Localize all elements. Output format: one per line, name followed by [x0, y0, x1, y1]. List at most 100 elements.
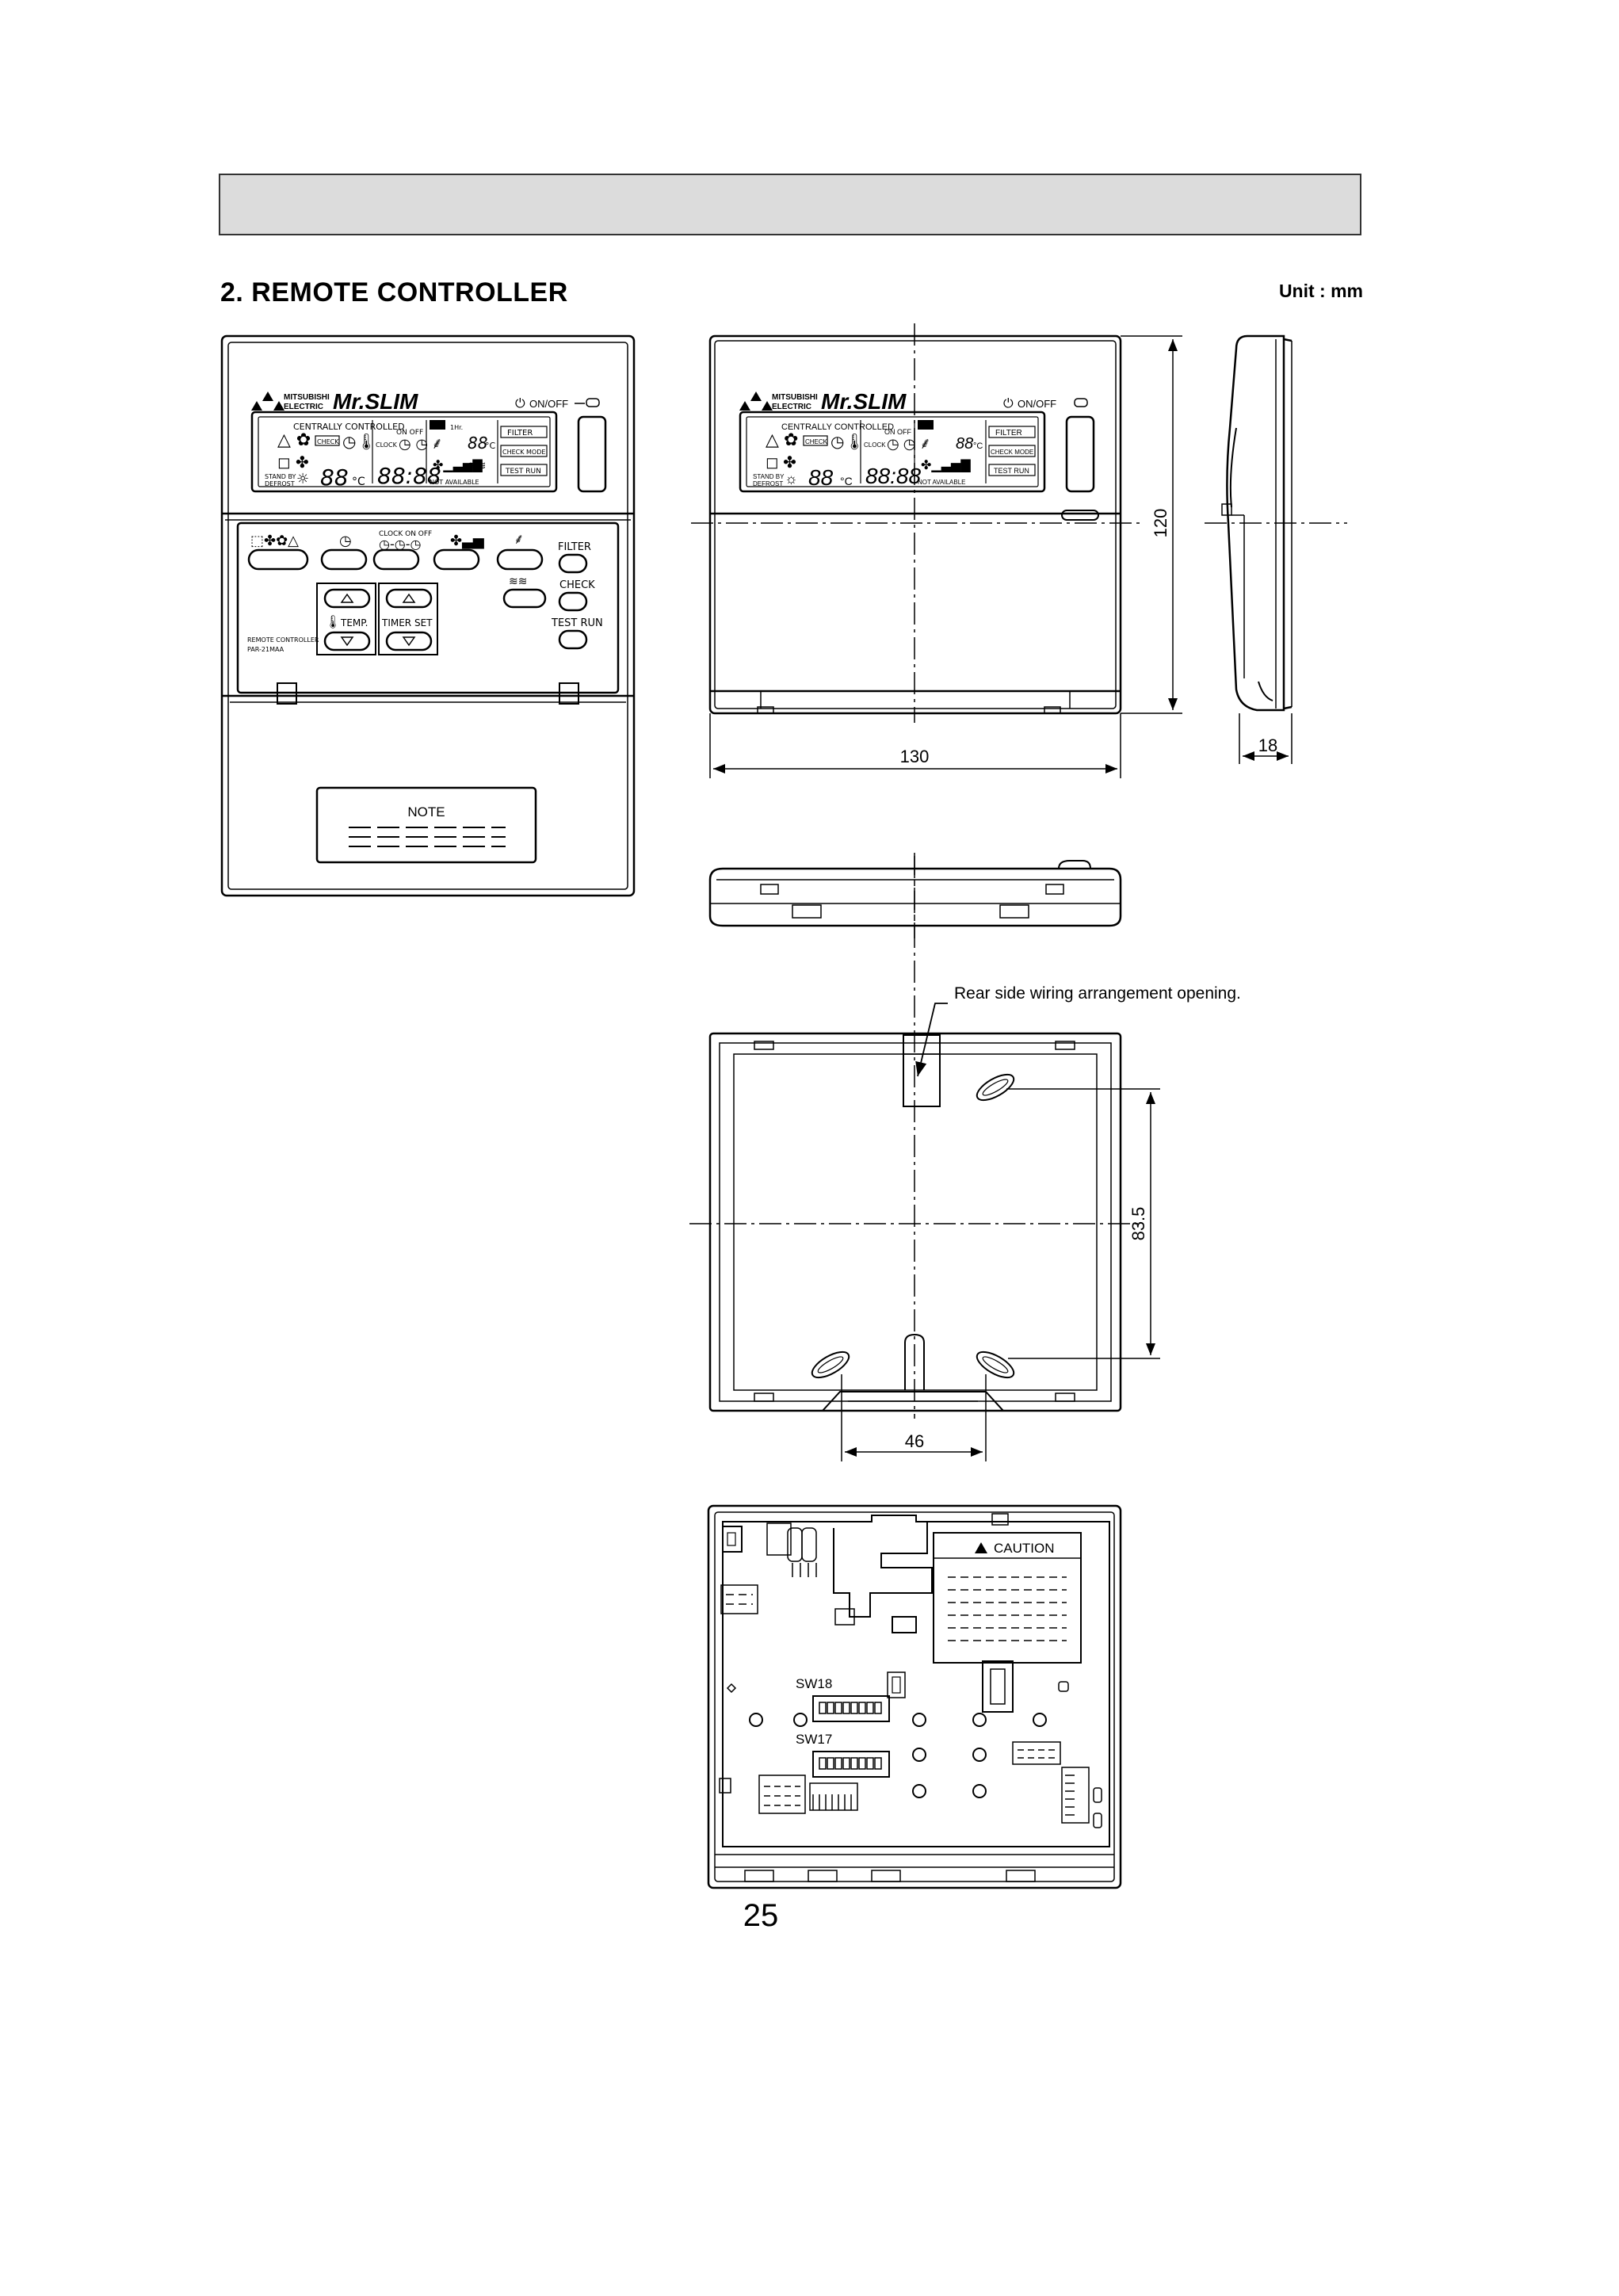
closed-fan-icon: ◻ ✤	[766, 454, 796, 472]
sw18-dip-switch[interactable]	[812, 1695, 890, 1722]
closed-time-digits: 88:88	[865, 464, 921, 488]
product-logo: Mr.SLIM	[333, 389, 418, 414]
louver-button[interactable]	[502, 588, 547, 609]
closed-fan-speed-icon: ✤▁▃▅▇	[921, 459, 971, 472]
closed-on-off-button[interactable]	[1065, 415, 1095, 493]
stand-by-text: STAND BY	[265, 473, 296, 480]
timer-up-button[interactable]	[385, 588, 433, 609]
closed-on-off-label: ON/OFF	[1018, 398, 1056, 410]
note-lines	[349, 827, 506, 847]
closed-lcd-check-mode: CHECK MODE	[991, 449, 1033, 456]
room-deg-unit: °C	[485, 441, 496, 451]
key-timer-set-label: TIMER SET	[381, 617, 433, 628]
lcd-filter-indicator: FILTER	[507, 429, 533, 437]
on-off-label: ON/OFF	[529, 398, 568, 410]
temp-down-button[interactable]	[323, 631, 371, 651]
closed-lcd-segment-block	[918, 420, 934, 430]
screw-vertical-dimension-label: 83.5	[1128, 1207, 1148, 1241]
vane-key-icon: ⸙	[514, 531, 525, 548]
height-dimension	[1121, 335, 1182, 714]
depth-dimension-label: 18	[1258, 735, 1277, 755]
timer-down-button[interactable]	[385, 631, 433, 651]
closed-lcd-filter: FILTER	[995, 429, 1022, 437]
warning-triangle-icon	[975, 1542, 987, 1553]
closed-on-off-small: ON OFF	[884, 428, 911, 436]
side-latch	[1221, 503, 1232, 516]
deg-c-unit: °C	[352, 476, 365, 488]
temp-digits: 88	[320, 464, 349, 491]
clock-on-off-icons: ◷-◷-◷	[379, 537, 421, 552]
thermometer-icon: 🌡	[325, 614, 341, 629]
closed-lcd-test-run: TEST RUN	[994, 467, 1029, 475]
pcb-diamond-mark	[726, 1683, 737, 1694]
key-clock-on-off-label: CLOCK ON OFF	[379, 530, 432, 538]
closed-stand-by-text: STAND BY	[753, 473, 785, 480]
closed-thermo-icon: ◷🌡	[831, 434, 865, 451]
closed-clock-icons: ◷ ◷	[887, 436, 915, 452]
sw18-label: SW18	[796, 1676, 832, 1691]
pcb-view: CAUTION SW18 SW17	[707, 1504, 1122, 1889]
closed-power-led	[1074, 398, 1088, 407]
closed-not-available: NOT AVAILABLE	[918, 479, 965, 486]
closed-vane-icon: ⸙	[919, 435, 931, 453]
check-button[interactable]	[558, 591, 588, 612]
rear-callout-text: Rear side wiring arrangement opening.	[954, 984, 1241, 1003]
closed-brand-top: MITSUBISHI	[772, 393, 818, 402]
defrost-text: DEFROST	[265, 480, 295, 487]
model-line-1: REMOTE CONTROLLER	[247, 636, 319, 644]
time-digits: 88:88	[377, 463, 441, 489]
closed-deg-c-unit: °C	[840, 475, 853, 487]
on-off-button[interactable]	[577, 415, 607, 493]
closed-temp-digits: 88	[808, 465, 834, 490]
pcb-connector	[722, 1526, 743, 1553]
mode-button[interactable]	[247, 548, 309, 571]
model-line-2: PAR-21MAA	[247, 646, 284, 653]
brand-logo: MITSUBISHI ELECTRIC Mr.SLIM	[251, 389, 418, 414]
hr-label: 1Hr.	[450, 424, 463, 431]
rear-view: 83.5 46 Rear side wiring arrangement ope…	[689, 856, 1241, 1461]
closed-front-view: CENTRALLY CONTROLLED △ ✿ CHECK ◷🌡 ◻ ✤ ST…	[691, 323, 1182, 778]
mode-icons: ⬚✤✿△	[250, 533, 299, 549]
fan-speed-button[interactable]	[433, 548, 480, 571]
clock-button[interactable]	[372, 548, 420, 571]
section-title: 2. REMOTE CONTROLLER	[220, 277, 568, 308]
caution-box	[933, 1532, 1082, 1664]
closed-power-icon: ⏻	[1003, 397, 1014, 411]
closed-centrally-controlled-text: CENTRALLY CONTROLLED	[781, 422, 894, 432]
louver-key-icon: ≋≋	[509, 575, 527, 588]
vane-button[interactable]	[496, 548, 544, 571]
screw-vertical-dimension	[1006, 1088, 1160, 1359]
closed-mitsubishi-diamonds-icon	[739, 392, 773, 411]
power-led	[586, 398, 600, 407]
louver-icon: ≋≋	[468, 460, 486, 472]
temp-down-arrow-icon	[340, 636, 354, 647]
brand-top: MITSUBISHI	[284, 393, 330, 402]
closed-brand-bottom: ELECTRIC	[772, 403, 811, 411]
timer-icon: ◷	[339, 533, 352, 549]
fan-speed-icon: ✤▁▃▅▇	[433, 457, 483, 472]
on-off-small-text: ON OFF	[396, 429, 423, 437]
filter-button[interactable]	[558, 553, 588, 574]
caution-text-lines	[948, 1576, 1067, 1641]
timer-mode-button[interactable]	[320, 548, 368, 571]
temp-up-button[interactable]	[323, 588, 371, 609]
sw17-label: SW17	[796, 1732, 832, 1747]
front-view: CENTRALLY CONTROLLED △ ✿ CHECK ◷🌡 ◻ ✤ ST…	[220, 334, 636, 897]
closed-sun-icon: ☼	[785, 471, 798, 487]
screw-slots	[811, 1073, 1015, 1379]
sw17-dip-switch[interactable]	[812, 1751, 890, 1778]
wiring-opening	[903, 1034, 941, 1107]
test-run-button[interactable]	[558, 629, 588, 650]
sun-icon: ☼	[296, 471, 309, 487]
door-latch	[1061, 510, 1099, 521]
closed-room-digits: 88	[956, 435, 973, 453]
room-temp-digits: 88	[468, 434, 487, 453]
closed-room-deg: °C	[973, 441, 983, 451]
closed-product-logo: Mr.SLIM	[821, 389, 907, 414]
key-temp-label: TEMP.	[340, 617, 368, 628]
bottom-view	[708, 853, 1122, 938]
depth-dimension	[1239, 713, 1293, 764]
callout-leader	[915, 1003, 948, 1077]
screw-horizontal-dimension	[841, 1374, 987, 1461]
lcd-panel: CENTRALLY CONTROLLED △ ✿ CHECK ◷🌡 ◻ ✤ ST…	[250, 411, 558, 493]
